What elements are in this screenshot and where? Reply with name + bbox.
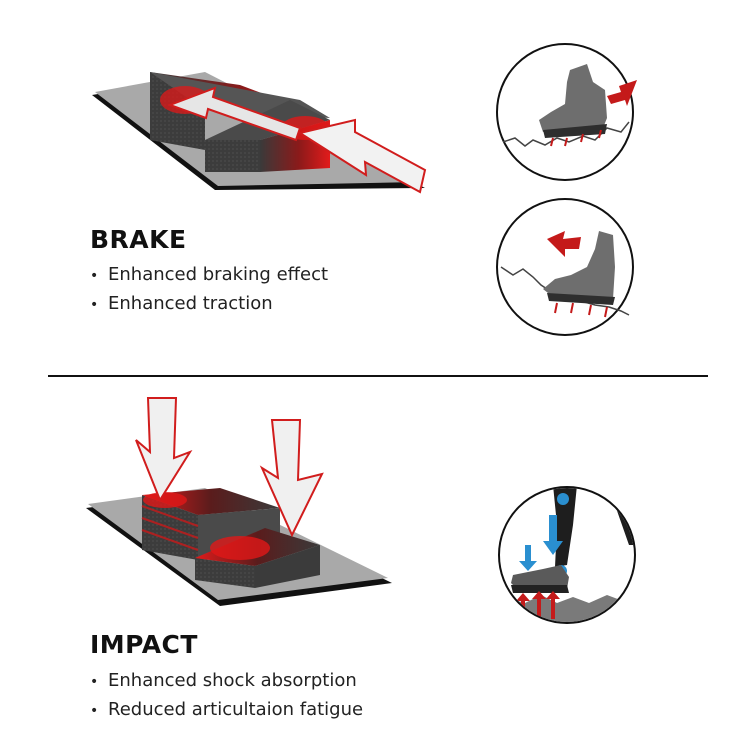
brake-title: BRAKE bbox=[90, 225, 187, 254]
list-item: •Enhanced braking effect bbox=[90, 264, 329, 285]
impact-bullet-list: •Enhanced shock absorption •Reduced arti… bbox=[90, 667, 363, 725]
runner-leg-icon bbox=[498, 486, 636, 624]
bullet-text: Enhanced traction bbox=[108, 293, 273, 314]
boot-push-icon bbox=[496, 43, 637, 181]
bullet-text: Enhanced shock absorption bbox=[108, 670, 357, 691]
section-divider bbox=[48, 375, 708, 377]
bullet-text: Enhanced braking effect bbox=[108, 264, 329, 285]
bullet-text: Reduced articultaion fatigue bbox=[108, 699, 364, 720]
list-item: •Enhanced traction bbox=[90, 293, 273, 314]
impact-title: IMPACT bbox=[90, 630, 198, 659]
list-item: •Reduced articultaion fatigue bbox=[90, 699, 364, 720]
brake-bullet-list: •Enhanced braking effect •Enhanced tract… bbox=[90, 261, 328, 319]
list-item: •Enhanced shock absorption bbox=[90, 670, 357, 691]
boot-pull-icon bbox=[496, 198, 634, 336]
